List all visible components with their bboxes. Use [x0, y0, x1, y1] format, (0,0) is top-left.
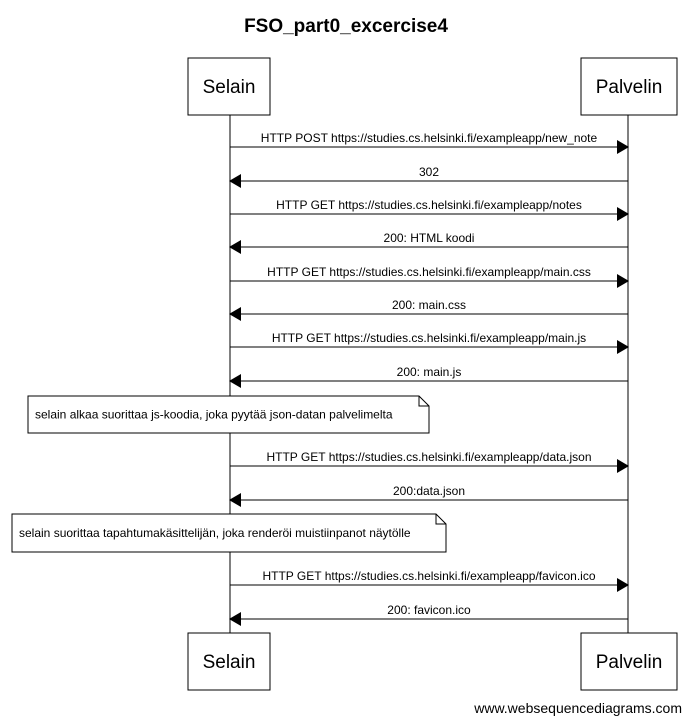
diagram-title: FSO_part0_excercise4 — [244, 16, 448, 37]
message-3: HTTP GET https://studies.cs.helsinki.fi/… — [230, 198, 629, 221]
message-label: 200: HTML koodi — [384, 231, 475, 245]
note-box — [27, 395, 430, 434]
footer-credit: www.websequencediagrams.com — [473, 700, 682, 716]
actor-palvelin-top: Palvelin — [580, 57, 678, 116]
message-label: HTTP POST https://studies.cs.helsinki.fi… — [261, 131, 598, 145]
message-5: HTTP GET https://studies.cs.helsinki.fi/… — [230, 265, 629, 288]
actor-palvelin-top-label: Palvelin — [596, 77, 663, 98]
note-fold — [418, 396, 429, 407]
message-label: HTTP GET https://studies.cs.helsinki.fi/… — [266, 450, 591, 464]
message-7: HTTP GET https://studies.cs.helsinki.fi/… — [230, 331, 629, 354]
message-label: HTTP GET https://studies.cs.helsinki.fi/… — [262, 569, 595, 583]
actor-selain-top-label: Selain — [203, 77, 256, 98]
message-11: HTTP GET https://studies.cs.helsinki.fi/… — [230, 569, 629, 592]
message-1: HTTP POST https://studies.cs.helsinki.fi… — [230, 131, 629, 154]
note-2: selain suorittaa tapahtumakäsittelijän, … — [11, 513, 447, 553]
message-label: 200: favicon.ico — [387, 603, 471, 617]
actor-palvelin-bottom-label: Palvelin — [596, 652, 663, 673]
message-label: 200:data.json — [393, 484, 465, 498]
note-label: selain alkaa suorittaa js-koodia, joka p… — [35, 408, 393, 422]
message-9: HTTP GET https://studies.cs.helsinki.fi/… — [230, 450, 629, 473]
notes-group: selain alkaa suorittaa js-koodia, joka p… — [11, 395, 447, 553]
message-10: 200:data.json — [229, 484, 628, 507]
message-2: 302 — [229, 165, 628, 188]
actor-selain-bottom: Selain — [187, 632, 271, 691]
message-label: 200: main.js — [397, 365, 462, 379]
note-label: selain suorittaa tapahtumakäsittelijän, … — [19, 526, 411, 540]
actor-selain-bottom-label: Selain — [203, 652, 256, 673]
message-label: HTTP GET https://studies.cs.helsinki.fi/… — [267, 265, 591, 279]
note-box — [11, 513, 447, 553]
actor-palvelin-bottom: Palvelin — [580, 632, 678, 691]
message-12: 200: favicon.ico — [229, 603, 628, 626]
message-6: 200: main.css — [229, 298, 628, 321]
actor-selain-top: Selain — [187, 57, 271, 116]
message-4: 200: HTML koodi — [229, 231, 628, 254]
message-label: 302 — [419, 165, 439, 179]
message-8: 200: main.js — [229, 365, 628, 388]
messages-group: HTTP POST https://studies.cs.helsinki.fi… — [229, 131, 629, 626]
note-fold — [435, 514, 446, 525]
note-1: selain alkaa suorittaa js-koodia, joka p… — [27, 395, 430, 434]
message-label: 200: main.css — [392, 298, 466, 312]
message-label: HTTP GET https://studies.cs.helsinki.fi/… — [276, 198, 582, 212]
message-label: HTTP GET https://studies.cs.helsinki.fi/… — [272, 331, 586, 345]
